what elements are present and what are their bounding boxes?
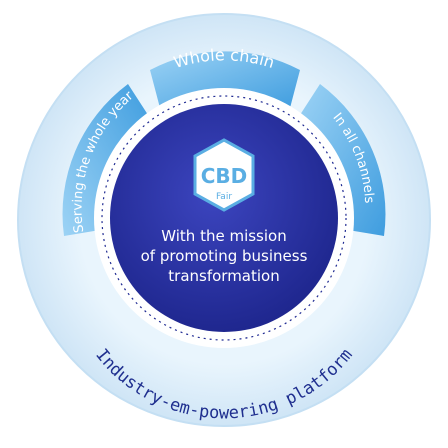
- logo-subtitle: Fair: [216, 192, 232, 202]
- logo-title: CBD: [201, 164, 248, 188]
- mission-line-1: With the mission: [161, 227, 286, 245]
- cbd-fair-logo: CBD Fair: [193, 138, 255, 212]
- dotted-ring: [101, 95, 347, 341]
- core-circle: [110, 104, 338, 332]
- segment-right-band: [298, 84, 386, 236]
- mission-line-2: of promoting business: [141, 247, 308, 265]
- mission-line-3: transformation: [168, 267, 279, 285]
- segment-left-band: [62, 84, 150, 236]
